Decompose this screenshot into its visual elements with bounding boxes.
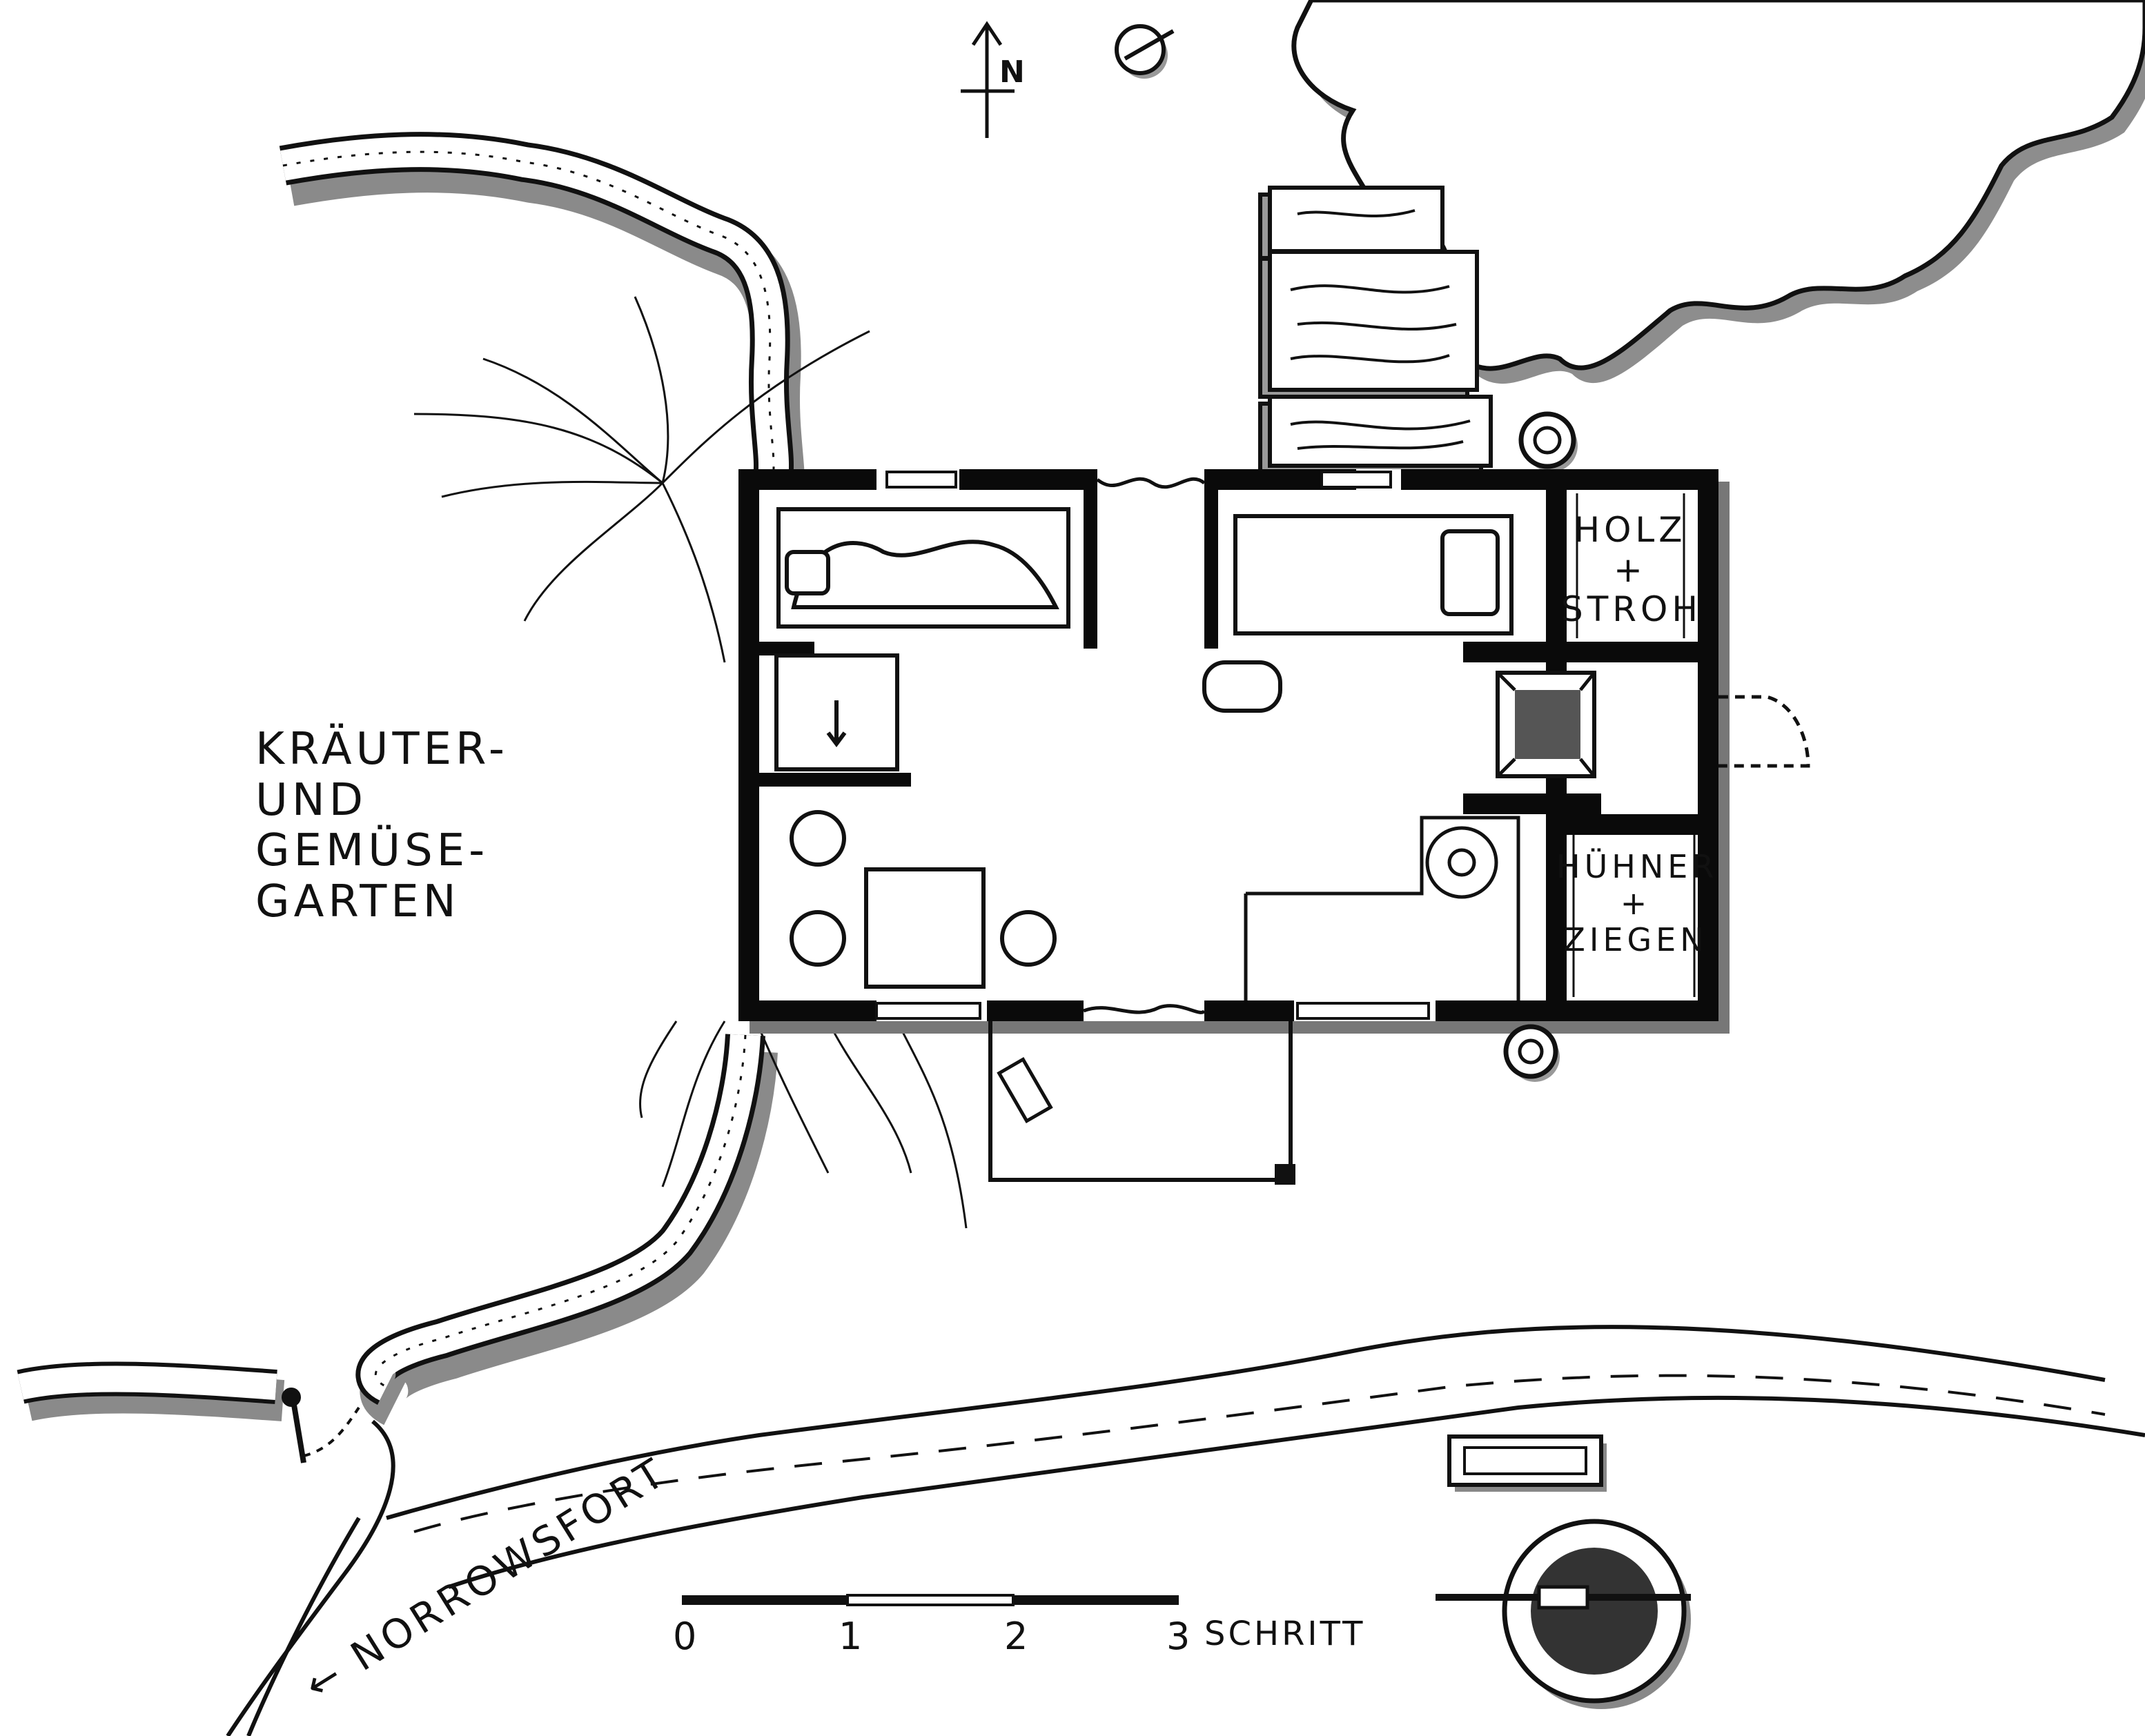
- north-label: N: [999, 55, 1029, 90]
- scale-bar: [682, 1594, 1179, 1606]
- doorway-south: [1083, 1004, 1206, 1014]
- storage-label-line: STROH: [1561, 589, 1702, 629]
- stable-door: [1718, 695, 1810, 768]
- hedge-south: [17, 1034, 778, 1426]
- bed-icon: [1233, 514, 1514, 635]
- doorway-north: [1096, 477, 1206, 489]
- stable-label-line: HÜHNER: [1556, 848, 1718, 885]
- road: [226, 1325, 2145, 1736]
- storage-hatching: [1572, 493, 1696, 997]
- signpost-icon: [282, 1388, 306, 1463]
- stable-label: HÜHNER + ZIEGEN: [1556, 849, 1715, 958]
- counter: [1244, 816, 1520, 1000]
- bench: [997, 1056, 1053, 1124]
- hatch-arrow-icon: [774, 653, 899, 771]
- barrel-icon: [1518, 411, 1578, 472]
- garden-label: KRÄUTER- UND GEMÜSE- GARTEN: [255, 724, 509, 927]
- stable-label-line: +: [1620, 884, 1652, 922]
- barrel-icon: [1202, 660, 1282, 713]
- scale-tick-3: 3: [1166, 1615, 1191, 1658]
- well-icon: [1436, 1519, 1691, 1709]
- bed-icon: [776, 507, 1070, 629]
- trough: [1447, 1434, 1607, 1492]
- scale-tick-2: 2: [1004, 1615, 1028, 1658]
- stable-label-line: ZIEGEN: [1563, 920, 1708, 958]
- woodpile: [1258, 186, 1493, 475]
- scale-unit: SCHRITT: [1204, 1615, 1366, 1653]
- garden-label-line: GEMÜSE-: [255, 825, 489, 877]
- garden-label-line: UND: [255, 774, 367, 826]
- shrub: [413, 296, 968, 1229]
- hearth-icon: [1496, 671, 1596, 778]
- north-arrow-icon: [961, 21, 1015, 138]
- scale-tick-1: 1: [839, 1615, 863, 1658]
- table: [864, 867, 986, 989]
- scale-tick-0: 0: [673, 1615, 697, 1658]
- hedge: [279, 132, 805, 497]
- well-icon: [1115, 24, 1175, 79]
- tree-icon: [1291, 0, 2145, 384]
- garden-label-line: KRÄUTER-: [255, 724, 509, 775]
- storage-label-line: HOLZ: [1574, 510, 1687, 550]
- stool-icon: [790, 810, 1057, 967]
- storage-label: HOLZ + STROH: [1561, 510, 1702, 630]
- porch: [988, 1021, 1295, 1185]
- barrel-icon: [1503, 1024, 1560, 1082]
- garden-label-line: GARTEN: [255, 876, 460, 927]
- storage-label-line: +: [1614, 549, 1647, 590]
